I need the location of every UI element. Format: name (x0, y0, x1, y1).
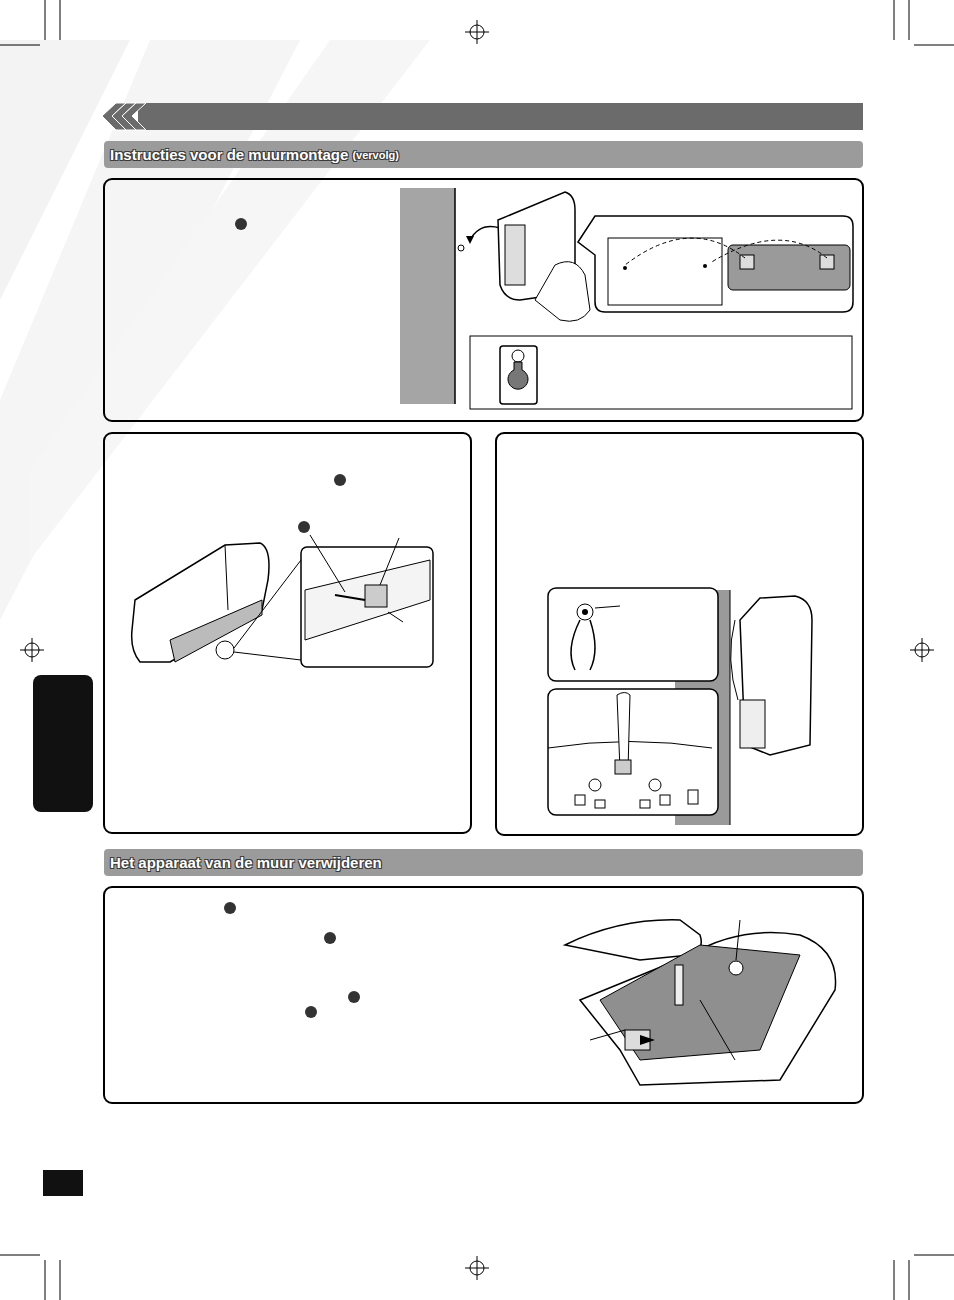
section-band: Instructies voor de muurmontage (vervolg) (104, 141, 863, 168)
heading-suffix: (vervolg) (352, 149, 398, 161)
section-heading: Het apparaat van de muur verwijderen (110, 854, 382, 871)
section-band: Het apparaat van de muur verwijderen (104, 849, 863, 876)
section-heading: Instructies voor de muurmontage (110, 146, 348, 163)
